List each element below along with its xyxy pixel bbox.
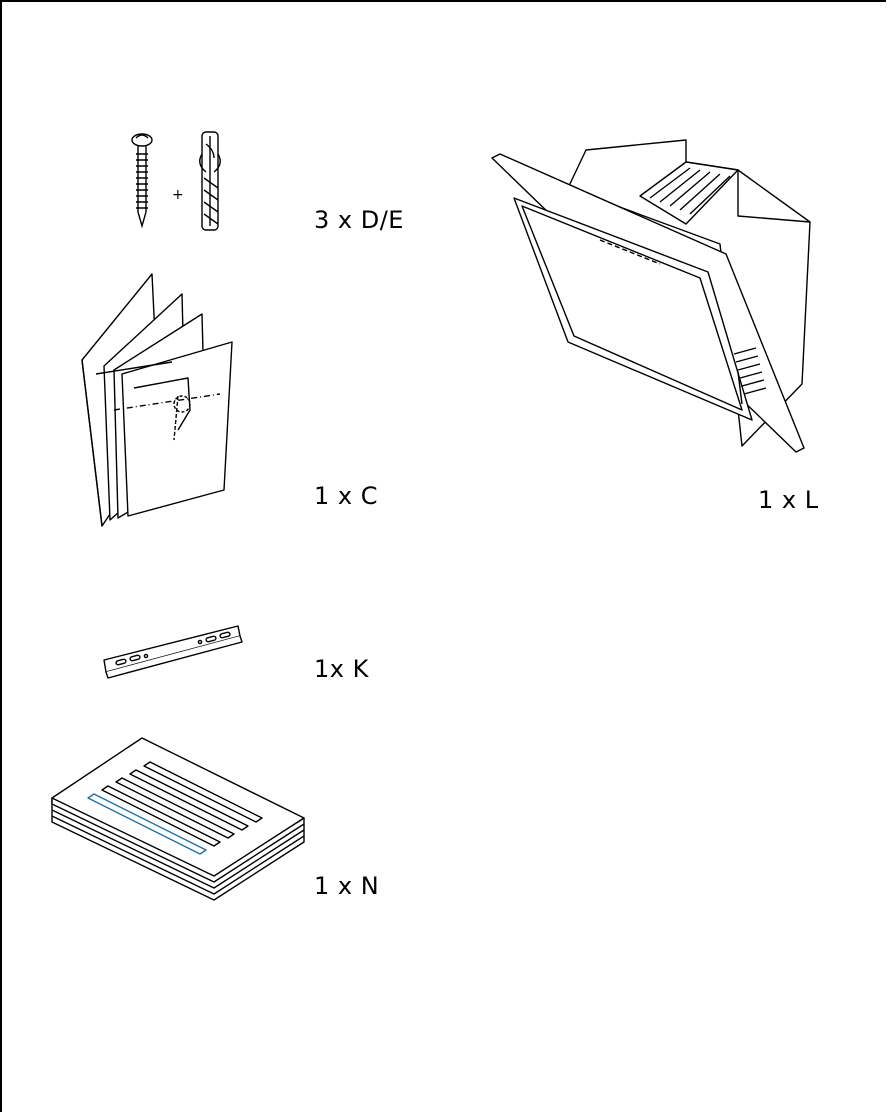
screws-quantity-label: 3 x D/E bbox=[314, 206, 404, 234]
hood-icon bbox=[491, 139, 811, 453]
wall-plug-icon bbox=[199, 131, 221, 231]
cooker-hood-figure bbox=[490, 136, 820, 456]
grease-filter-figure bbox=[50, 734, 310, 904]
filter-icon bbox=[51, 737, 305, 901]
filter-quantity-label: 1 x N bbox=[314, 872, 380, 900]
screw-icon bbox=[131, 133, 153, 229]
bracket-quantity-label: 1x K bbox=[314, 655, 369, 683]
booklet-quantity-label: 1 x C bbox=[314, 482, 378, 510]
hood-quantity-label: 1 x L bbox=[758, 486, 819, 514]
plus-sign: + bbox=[172, 187, 184, 203]
mounting-bracket-figure bbox=[100, 620, 250, 684]
booklet-icon bbox=[81, 273, 233, 527]
bracket-icon bbox=[103, 625, 243, 679]
instruction-booklet-figure bbox=[74, 270, 249, 530]
screw-and-plug-figure: + bbox=[114, 124, 224, 234]
